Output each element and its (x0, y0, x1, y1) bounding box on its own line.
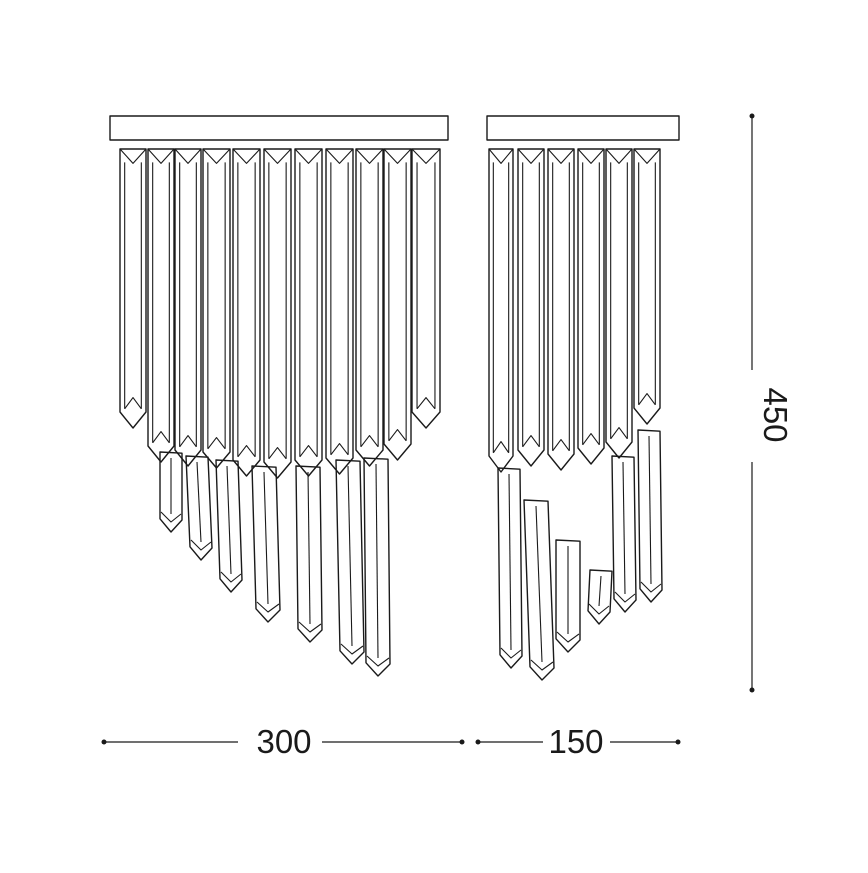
height-dimension: 450 (749, 113, 794, 693)
side-upper-prism (605, 148, 633, 459)
front-lower-prism (335, 459, 365, 665)
height-dimension-dot-bottom (749, 687, 755, 693)
front-upper-prism (119, 148, 147, 429)
front-view (109, 115, 449, 677)
side-lower-prism (497, 467, 523, 669)
side-lower-prism-row (497, 429, 663, 681)
side-lower-prism (611, 455, 637, 613)
side-lower-prism (523, 499, 555, 681)
front-upper-prism (263, 148, 292, 479)
width-dimension-dot-right (459, 739, 465, 745)
front-upper-prism (294, 148, 323, 477)
front-lower-prism (295, 465, 323, 643)
front-upper-prism (174, 148, 202, 467)
front-upper-prism (325, 148, 354, 475)
side-upper-prism (547, 148, 575, 471)
side-wall-plate (486, 115, 680, 141)
front-lower-prism-row (159, 451, 391, 677)
front-upper-prism (383, 148, 412, 461)
width-dimension-label: 300 (256, 723, 311, 760)
front-upper-prism (411, 148, 441, 429)
front-lower-prism (159, 451, 183, 533)
front-lower-prism (185, 455, 213, 561)
side-view (486, 115, 680, 681)
front-upper-prism (232, 148, 261, 477)
side-lower-prism (637, 429, 663, 603)
front-upper-prism (147, 148, 175, 463)
front-lower-prism (251, 465, 281, 623)
front-upper-prism (355, 148, 384, 467)
height-dimension-label: 450 (757, 387, 794, 442)
front-lower-prism (215, 459, 243, 593)
side-lower-prism (555, 539, 581, 653)
front-upper-prism-row (119, 148, 441, 479)
side-upper-prism (577, 148, 605, 465)
front-wall-plate (109, 115, 449, 141)
front-lower-prism (363, 457, 391, 677)
depth-dimension: 150 (475, 723, 681, 760)
side-upper-prism (633, 148, 661, 425)
depth-dimension-dot-right (675, 739, 681, 745)
width-dimension: 300 (101, 723, 465, 760)
side-lower-prism (587, 569, 613, 625)
side-upper-prism (517, 148, 545, 467)
depth-dimension-label: 150 (548, 723, 603, 760)
side-upper-prism-row (488, 148, 661, 473)
side-upper-prism (488, 148, 514, 473)
front-upper-prism (202, 148, 231, 469)
